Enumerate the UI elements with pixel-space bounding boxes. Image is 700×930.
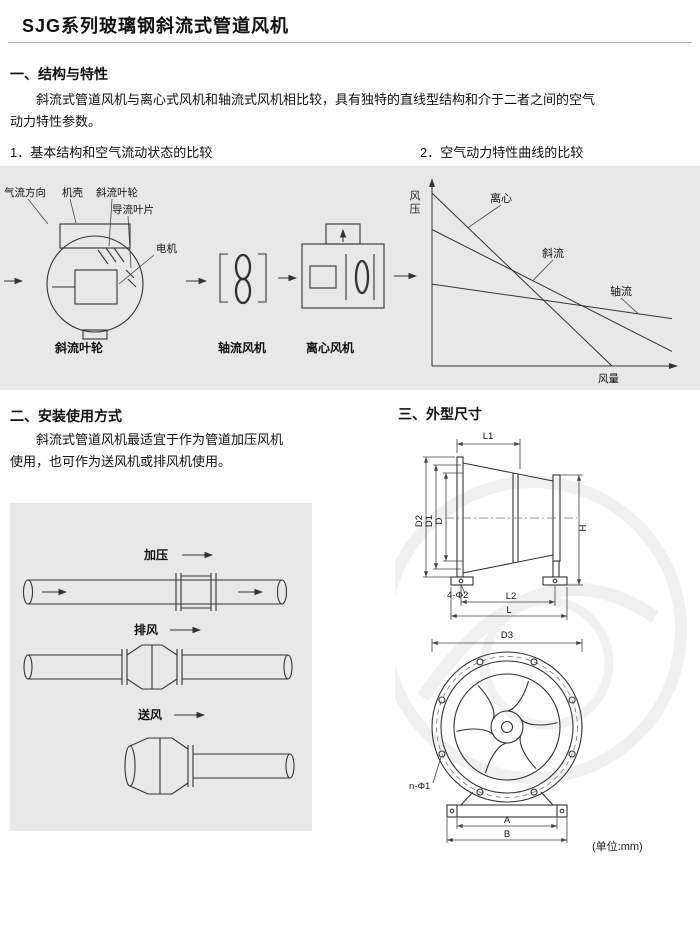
pipe-diagram-supply: 送风 (124, 707, 295, 795)
chart-x-axis-label: 风量 (598, 373, 619, 385)
installation-diagram-svg: 加压 排风 送风 (22, 547, 295, 795)
dim-label-d: D (434, 517, 445, 524)
dim-label-a: A (504, 815, 511, 826)
dimension-drawing-svg: L1 D2 D1 D H 4-Φ2 L2 L D3 (395, 431, 687, 843)
title-underline (8, 42, 692, 43)
dim-label-flange-holes: n-Φ1 (409, 781, 430, 792)
structure-diagram-svg: 气流方向 机壳 斜流叶轮 导流叶片 电机 斜流叶轮 轴流风机 离心风机 离心斜流… (4, 178, 678, 385)
centrifugal-fan-symbol (301, 223, 385, 309)
curve-label-leader (532, 259, 554, 281)
curve-label-3: 轴流 (610, 284, 632, 298)
section1-heading: 一、结构与特性 (10, 66, 108, 82)
curve-1 (431, 192, 613, 367)
axial-fan-caption: 轴流风机 (218, 340, 266, 355)
installation-panel (10, 503, 312, 831)
motor-leader-line (118, 254, 155, 285)
dim-label-d2: D2 (414, 515, 425, 527)
section2-paragraph-line1: 斜流式管道风机最适宜于作为管道加压风机 (36, 432, 284, 447)
dim-label-l2: L2 (506, 591, 517, 602)
guide-vane-leader-line (127, 215, 132, 269)
watermark-logo (395, 476, 687, 784)
side-view-drawing: L1 D2 D1 D H 4-Φ2 L2 L (414, 431, 589, 620)
dim-label-l1: L1 (483, 431, 494, 442)
curve-2 (431, 229, 673, 352)
section1-paragraph-line2: 动力特性参数。 (10, 114, 102, 129)
mode-label-supply: 送风 (137, 707, 162, 722)
impeller-blades (455, 680, 559, 774)
chart-y-axis-label: 风压 (408, 190, 420, 216)
axial-fan-symbol (219, 253, 267, 305)
curve-label-2: 斜流 (542, 246, 564, 260)
dim-label-d1: D1 (424, 515, 435, 527)
casing-label: 机壳 (62, 186, 83, 199)
curve-label-leader (620, 297, 639, 315)
section1-paragraph-line1: 斜流式管道风机与离心式风机和轴流式风机相比较，具有独特的直线型结构和介于二者之间… (36, 92, 596, 107)
mode-label-pressurize: 加压 (143, 547, 168, 562)
comparison-item-1: 1．基本结构和空气流动状态的比较 (10, 145, 213, 160)
section2-paragraph-line2: 使用，也可作为送风机或排风机使用。 (10, 454, 232, 469)
centrifugal-fan-caption: 离心风机 (306, 340, 354, 355)
impeller-label: 斜流叶轮 (96, 186, 138, 199)
y-axis-arrow-icon (429, 178, 435, 187)
curve-label-leader (467, 204, 502, 229)
comparison-item-2: 2．空气动力特性曲线的比较 (420, 145, 584, 160)
dim-label-b: B (504, 829, 510, 840)
mixed-flow-fan-drawing (4, 223, 144, 340)
mode-label-exhaust: 排风 (134, 622, 158, 637)
guide-vane-label: 导流叶片 (112, 203, 154, 216)
curve-3 (431, 283, 673, 320)
dim-label-d3: D3 (501, 630, 513, 641)
section2-heading: 二、安装使用方式 (10, 408, 122, 424)
motor-label: 电机 (156, 242, 177, 255)
casing-leader-line (69, 198, 77, 224)
section3-heading: 三、外型尺寸 (398, 406, 482, 422)
airflow-leader-line (27, 198, 49, 225)
dim-label-l: L (506, 605, 511, 616)
mixed-flow-caption: 斜流叶轮 (54, 340, 104, 355)
dim-label-h: H (578, 524, 589, 531)
page-title: SJG系列玻璃钢斜流式管道风机 (22, 16, 290, 36)
impeller-leader-line (108, 198, 113, 247)
pipe-diagram-exhaust: 排风 (23, 622, 293, 690)
dim-label-foot-holes: 4-Φ2 (447, 590, 468, 601)
airflow-direction-label: 气流方向 (4, 186, 46, 199)
unit-note: (单位:mm) (592, 841, 643, 853)
pipe-diagram-pressurize: 加压 (22, 547, 288, 611)
x-axis-arrow-icon (669, 363, 678, 369)
curve-label-1: 离心 (490, 191, 512, 205)
front-view-drawing: D3 n-Φ1 A (409, 630, 583, 843)
